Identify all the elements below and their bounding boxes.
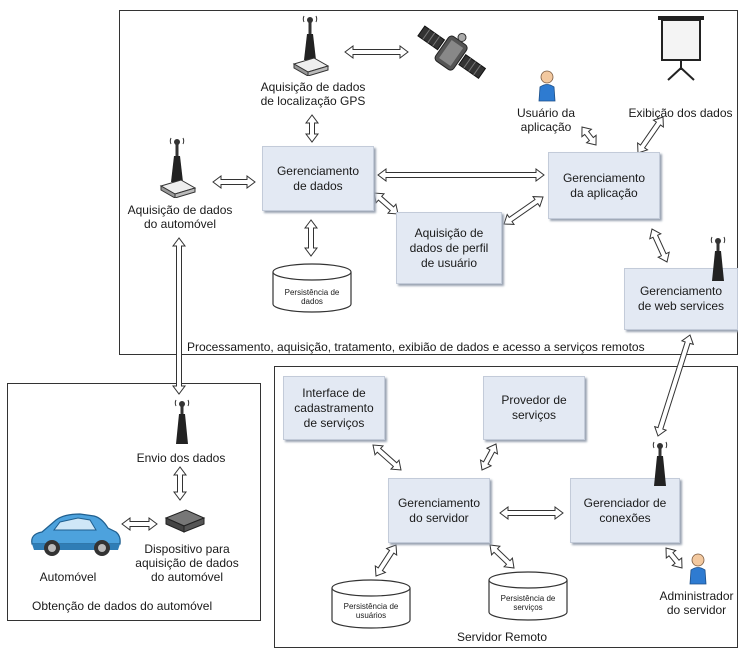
antenna-icon xyxy=(710,236,726,281)
data-db-arrow xyxy=(304,219,318,257)
service-persistence-db: Persistência de serviços xyxy=(487,570,569,622)
gps-acquisition-label: Aquisição de dados de localização GPS xyxy=(260,80,366,108)
app-management-box: Gerenciamento da aplicação xyxy=(548,152,660,219)
acquisition-device-label: Dispositivo para aquisição de dados do a… xyxy=(135,542,239,584)
processing-region-caption: Processamento, aquisição, tratamento, ex… xyxy=(185,340,647,354)
service-provider-box: Provedor de serviços xyxy=(483,376,585,440)
service-persistence-label: Persistência de serviços xyxy=(500,594,556,612)
server-userdb-arrow xyxy=(374,544,398,577)
user-persistence-label: Persistência de usuários xyxy=(343,602,399,620)
server-conn-arrow xyxy=(499,506,564,520)
server-management-box: Gerenciamento do servidor xyxy=(388,478,490,543)
vehicle-region xyxy=(7,383,261,621)
car-label: Automóvel xyxy=(39,570,97,584)
antenna-icon xyxy=(652,441,668,486)
profile-acquisition-box: Aquisição de dados de perfil de usuário xyxy=(396,212,502,284)
profile-app-arrow xyxy=(503,196,544,225)
antenna-icon xyxy=(292,15,330,76)
server-servdb-arrow xyxy=(489,544,515,569)
display-app-arrow xyxy=(637,116,664,154)
send-data-label: Envio dos dados xyxy=(136,451,226,465)
app-ws-arrow xyxy=(649,228,670,263)
send-device-arrow xyxy=(173,466,187,501)
database-icon xyxy=(331,579,411,629)
provider-server-arrow xyxy=(479,443,499,471)
admin-conn-arrow xyxy=(665,547,683,569)
device-icon xyxy=(164,509,206,533)
server-region-caption: Servidor Remoto xyxy=(455,630,550,644)
user-persistence-db: Persistência de usuários xyxy=(330,578,412,630)
data-profile-arrow xyxy=(373,192,399,215)
vehicle-region-caption: Obtenção de dados do automóvel xyxy=(30,599,215,613)
gps-satellite-arrow xyxy=(344,45,409,59)
data-app-arrow xyxy=(377,168,545,182)
vehicle-data-arrow xyxy=(212,175,256,189)
antenna-icon xyxy=(159,137,197,198)
data-persistence-label: Persistência de dados xyxy=(284,288,340,306)
app-user-label: Usuário da aplicação xyxy=(516,106,576,134)
database-icon xyxy=(488,571,568,621)
data-management-box: Gerenciamento de dados xyxy=(262,146,374,211)
car-device-arrow xyxy=(121,517,158,531)
data-persistence-db: Persistência de dados xyxy=(271,262,353,314)
vehicle-acquisition-label: Aquisição de dados do automóvel xyxy=(127,203,233,231)
user-app-arrow xyxy=(581,126,597,146)
satellite-icon xyxy=(417,25,487,80)
reg-server-arrow xyxy=(372,444,402,471)
antenna-icon xyxy=(174,399,190,444)
user-icon xyxy=(538,70,556,102)
service-registration-box: Interface de cadastramento de serviços xyxy=(283,376,385,440)
data-display-label: Exibição dos dados xyxy=(628,106,733,120)
database-icon xyxy=(272,263,352,313)
user-icon xyxy=(689,553,707,585)
gps-data-arrow xyxy=(305,114,319,143)
vehicle-send-arrow xyxy=(172,237,186,395)
connection-manager-box: Gerenciador de conexões xyxy=(570,478,680,543)
ws-conn-arrow xyxy=(653,334,695,437)
car-icon xyxy=(31,513,121,556)
projector-screen-icon xyxy=(658,16,704,81)
server-admin-label: Administrador do servidor xyxy=(659,589,734,617)
